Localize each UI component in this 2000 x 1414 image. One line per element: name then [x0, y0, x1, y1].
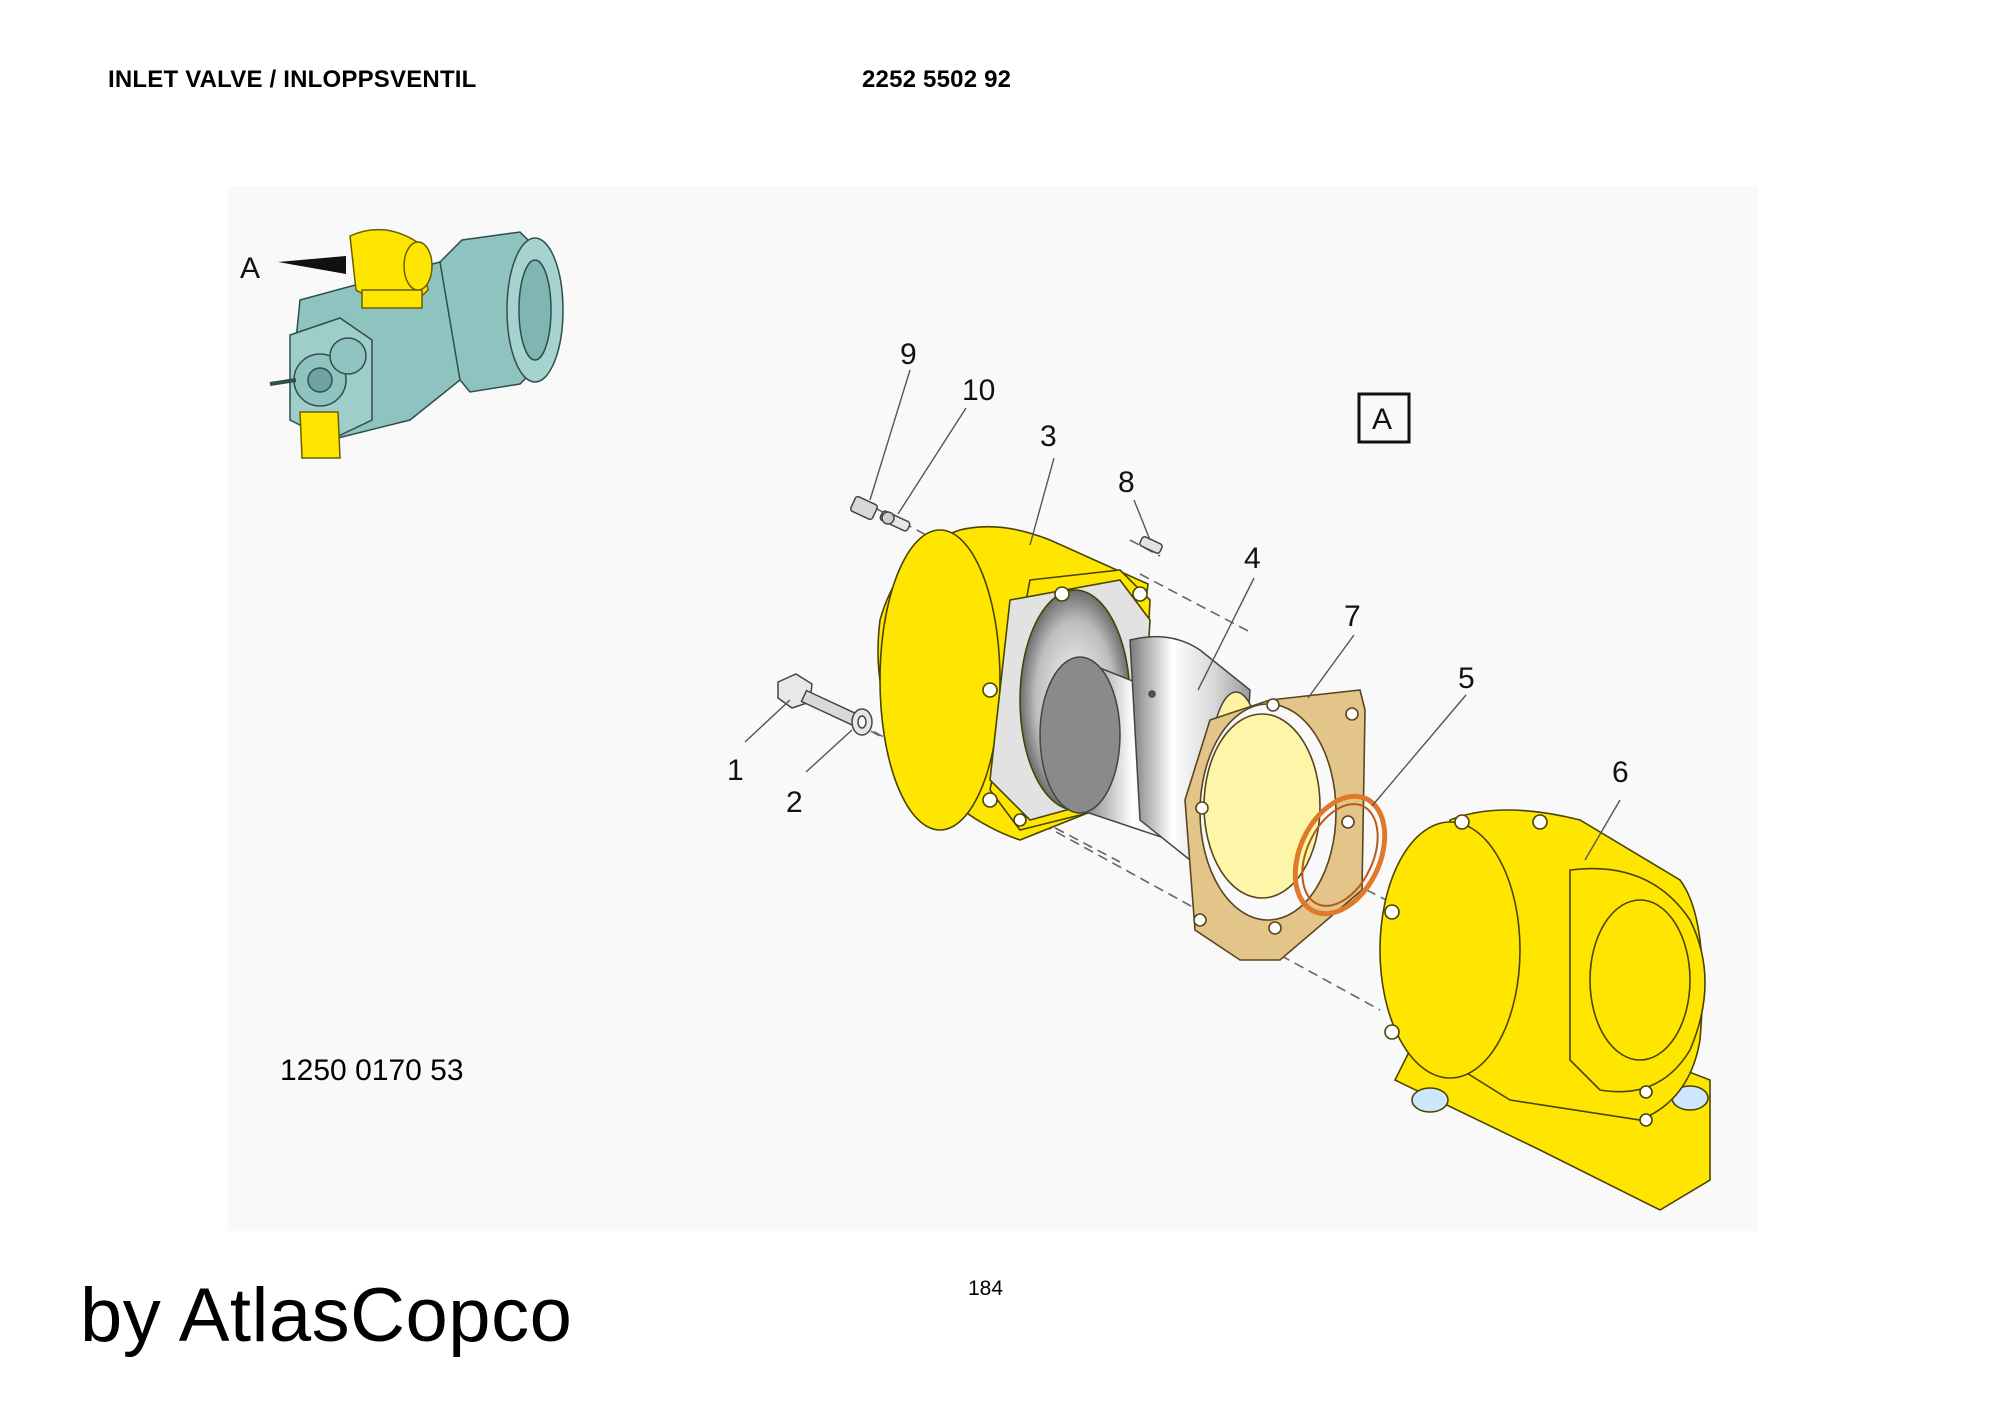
page-title: INLET VALVE / INLOPPSVENTIL — [108, 66, 477, 93]
brand-watermark: by AtlasCopco — [80, 1273, 573, 1358]
valve-cover-icon — [1379, 809, 1711, 1211]
drawing-part-reference: 1250 0170 53 — [280, 1054, 464, 1087]
callout-3: 3 — [1040, 420, 1057, 453]
document-number: 2252 5502 92 — [862, 66, 1012, 93]
callout-5: 5 — [1458, 662, 1475, 695]
callout-4: 4 — [1244, 542, 1261, 575]
callout-7: 7 — [1344, 600, 1361, 633]
compressor-overview-icon — [269, 228, 564, 459]
nozzle-icon — [879, 510, 911, 532]
overview-marker-label: A — [240, 252, 260, 285]
view-label-box — [1357, 392, 1411, 444]
screw-icon — [1139, 536, 1163, 554]
callout-1: 1 — [727, 754, 744, 787]
bolt-icon — [777, 673, 862, 728]
view-label: A — [1372, 403, 1392, 436]
callout-2: 2 — [786, 786, 803, 819]
callout-6: 6 — [1612, 756, 1629, 789]
callout-10: 10 — [962, 374, 995, 407]
o-ring-icon — [1292, 793, 1388, 917]
pointer-arrow-icon — [278, 256, 346, 274]
washer-icon — [851, 708, 873, 736]
callout-9: 9 — [900, 338, 917, 371]
gasket-icon — [1184, 689, 1366, 961]
page-number: 184 — [968, 1277, 1004, 1300]
plug-icon — [849, 495, 879, 521]
callout-8: 8 — [1118, 466, 1135, 499]
leader-lines — [744, 369, 1621, 861]
